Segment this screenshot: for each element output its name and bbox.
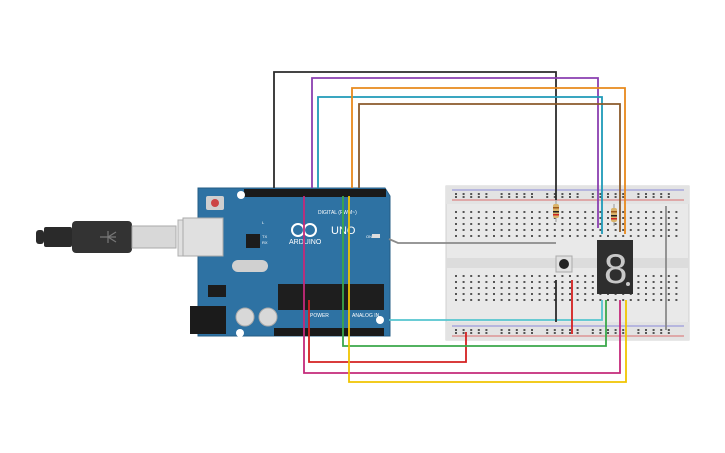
rx-label: RX (262, 240, 268, 245)
power-jack (190, 306, 226, 334)
push-button[interactable] (555, 255, 573, 273)
arduino-brand: ARDUINO (289, 239, 322, 246)
capacitor-1 (235, 307, 255, 327)
resistor-1[interactable] (553, 200, 559, 222)
analog-label: ANALOG IN (352, 313, 380, 319)
digital-label: DIGITAL (PWM~) (318, 210, 357, 216)
tx-label: TX (262, 234, 267, 239)
wire-orange (351, 87, 626, 234)
wire-red (308, 300, 467, 363)
wire-green (342, 196, 607, 347)
wire-gray (388, 238, 556, 244)
resistor-2[interactable] (611, 204, 617, 226)
arduino-board[interactable]: ARDUINO UNO DIGITAL (PWM~) POWER ANALOG … (182, 187, 391, 337)
l-led-label: L (262, 220, 265, 225)
digital-header (244, 189, 386, 197)
wire-black (273, 71, 557, 200)
wire-purple (311, 77, 599, 228)
display-digit: 8 (604, 245, 627, 292)
usb-icon (100, 231, 117, 243)
wire-brown (358, 103, 621, 232)
usb-jack (182, 217, 224, 257)
seven-segment-display[interactable]: 8 (597, 240, 633, 294)
power-analog-header (274, 328, 384, 336)
power-label: POWER (310, 313, 329, 319)
wire-cyan (389, 300, 603, 321)
atmega-chip (278, 284, 384, 310)
wire-magenta (303, 196, 621, 374)
wires (273, 71, 667, 383)
breadboard-holes (455, 193, 678, 334)
crystal (232, 260, 268, 272)
on-led-label: ON (366, 234, 372, 239)
wire-teal (317, 96, 603, 234)
capacitor-2 (258, 307, 278, 327)
wire-yellow (348, 196, 627, 383)
